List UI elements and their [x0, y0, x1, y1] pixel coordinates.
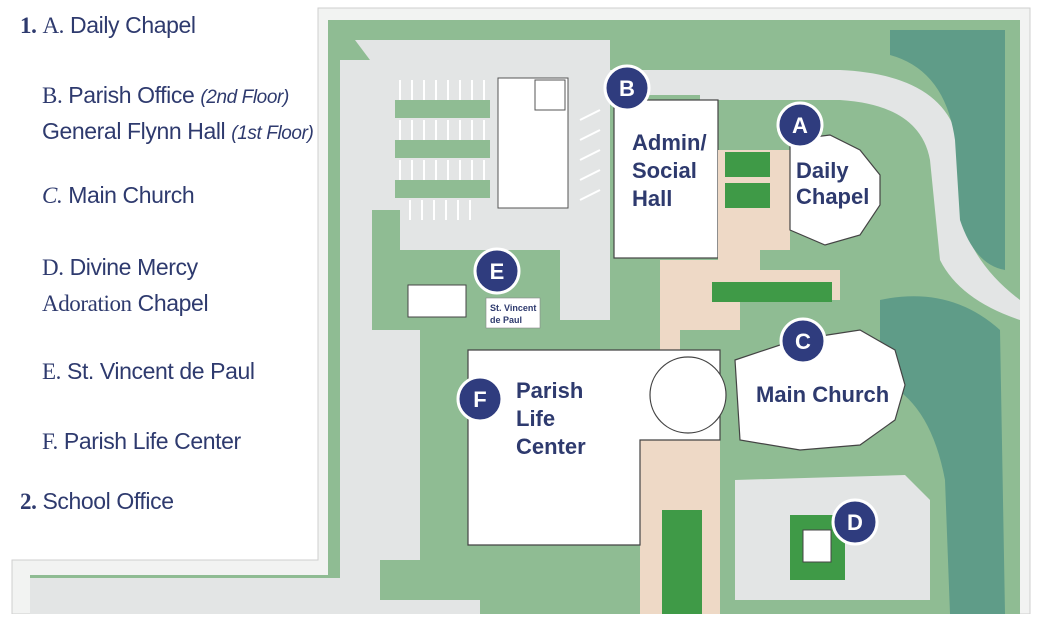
legend-item-parish-office[interactable]: B. Parish Office (2nd Floor): [42, 82, 289, 109]
legend-letter-c: C.: [42, 183, 63, 208]
legend-note-1st-floor: (1st Floor): [231, 123, 314, 144]
plc-label-2: Life: [516, 406, 555, 431]
marker-a[interactable]: A: [776, 101, 824, 149]
marker-f[interactable]: F: [456, 375, 504, 423]
admin-label-1: Admin/: [632, 130, 707, 155]
legend-label-st-vincent: St. Vincent de Paul: [67, 358, 255, 384]
legend-label-general-flynn-hall: General Flynn Hall: [42, 118, 226, 144]
marker-c-letter: C: [795, 329, 811, 354]
marker-b[interactable]: B: [603, 64, 651, 112]
garden-bed: [662, 510, 702, 614]
marker-b-letter: B: [619, 76, 635, 101]
legend-letter-e: E.: [42, 359, 61, 384]
adoration-chapel-building: [802, 529, 832, 563]
marker-d-letter: D: [847, 510, 863, 535]
marker-a-letter: A: [792, 113, 808, 138]
parking-island: [395, 140, 490, 158]
legend-label-main-church: Main Church: [68, 182, 195, 208]
garden-bed: [725, 152, 770, 177]
svdp-label-2: de Paul: [490, 315, 522, 325]
legend-letter-d: D.: [42, 255, 64, 280]
main-church-label: Main Church: [756, 382, 889, 407]
map-legend: 1. A. Daily Chapel B. Parish Office (2nd…: [0, 0, 318, 614]
daily-chapel-building: [789, 134, 881, 246]
legend-letter-a: A.: [42, 13, 65, 38]
legend-label-adoration: Adoration: [42, 291, 132, 316]
legend-item-divine-mercy[interactable]: D. Divine Mercy: [42, 254, 198, 281]
legend-label-school-office: School Office: [42, 488, 174, 514]
legend-number-1: 1.: [20, 13, 37, 38]
admin-social-hall-building: [613, 99, 719, 259]
legend-label-divine-mercy: Divine Mercy: [69, 254, 199, 280]
pond: [890, 30, 1005, 270]
legend-item-daily-chapel[interactable]: 1. A. Daily Chapel: [20, 12, 196, 39]
legend-letter-b: B.: [42, 83, 63, 108]
legend-item-general-flynn-hall[interactable]: General Flynn Hall (1st Floor): [42, 118, 314, 145]
garden-bed: [725, 183, 770, 208]
legend-item-adoration-chapel[interactable]: Adoration Chapel: [42, 290, 209, 317]
legend-item-parish-life-center[interactable]: F. Parish Life Center: [42, 428, 241, 455]
legend-item-main-church[interactable]: C. Main Church: [42, 182, 195, 209]
admin-label-2: Social: [632, 158, 697, 183]
legend-letter-f: F.: [42, 429, 58, 454]
parking-island: [395, 100, 490, 118]
legend-label-daily-chapel: Daily Chapel: [70, 12, 196, 38]
svdp-label-1: St. Vincent: [490, 303, 536, 313]
garden-bed: [712, 282, 832, 302]
legend-label-chapel: Chapel: [137, 290, 209, 316]
main-church-building: [734, 329, 906, 451]
chapel-label-1: Daily: [796, 158, 849, 183]
east-drive: [700, 70, 1020, 320]
legend-label-parish-life-center: Parish Life Center: [63, 428, 241, 454]
marker-e[interactable]: E: [473, 247, 521, 295]
bottom-road: [30, 578, 480, 614]
legend-label-parish-office: Parish Office: [68, 82, 195, 108]
west-road: [340, 60, 420, 600]
legend-note-2nd-floor: (2nd Floor): [200, 87, 289, 108]
pond-south: [880, 296, 1005, 614]
legend-item-st-vincent[interactable]: E. St. Vincent de Paul: [42, 358, 255, 385]
parking-island: [395, 180, 490, 198]
admin-label-3: Hall: [632, 186, 672, 211]
marker-c[interactable]: C: [779, 317, 827, 365]
parking-stalls: [399, 80, 601, 220]
plc-label-1: Parish: [516, 378, 583, 403]
marker-e-letter: E: [490, 259, 505, 284]
small-building: [407, 284, 467, 318]
rotunda: [649, 356, 727, 434]
marker-d[interactable]: D: [831, 498, 879, 546]
plc-label-3: Center: [516, 434, 586, 459]
legend-number-2: 2.: [20, 489, 37, 514]
chapel-label-2: Chapel: [796, 184, 869, 209]
marker-f-letter: F: [473, 387, 486, 412]
legend-item-school-office[interactable]: 2. School Office: [20, 488, 174, 515]
